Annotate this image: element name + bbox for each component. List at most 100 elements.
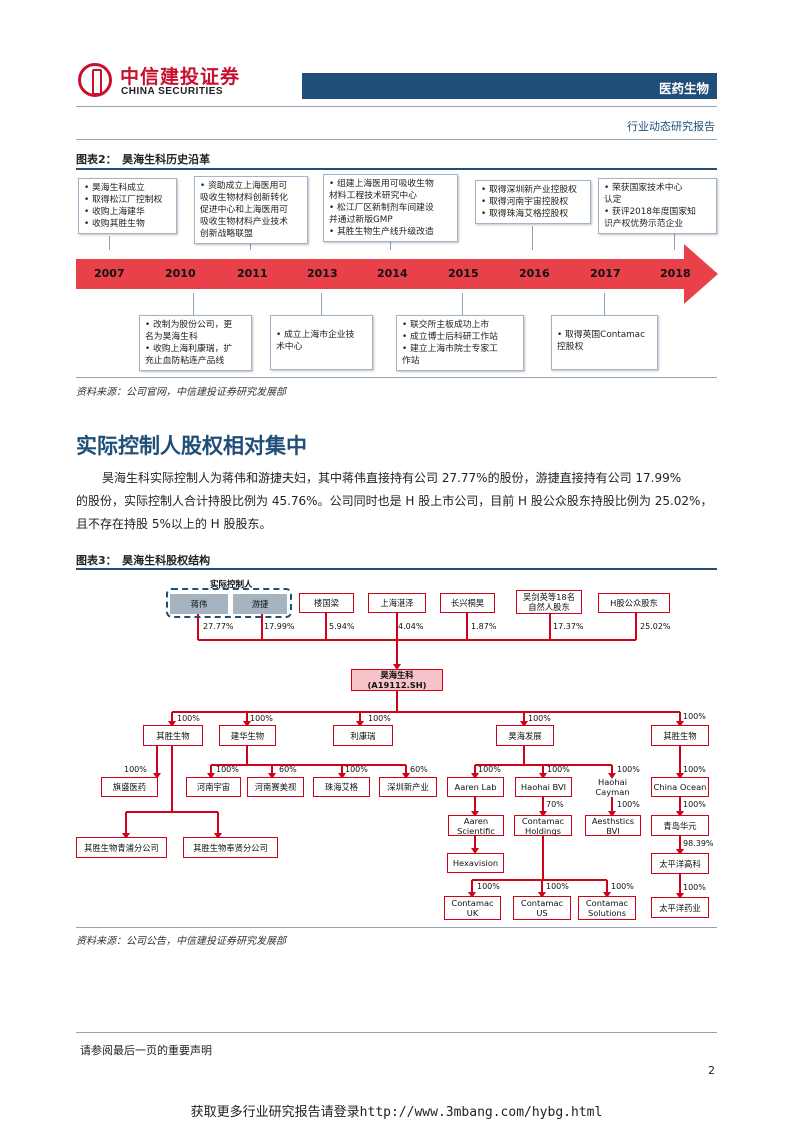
subsidiary-box: Contamac Holdings <box>514 815 572 836</box>
subsidiary-box: 河南赛美视 <box>247 777 304 797</box>
shareholder-box: 上海湛泽 <box>368 593 426 613</box>
stake-pct: 100% <box>345 765 368 774</box>
stake-pct: 100% <box>478 765 501 774</box>
shareholder-box: 楼国梁 <box>299 593 354 613</box>
paragraph-line: 的股份，实际控制人合计持股比例为 45.76%。公司同时也是 H 股上市公司，目… <box>76 494 713 508</box>
page-number: 2 <box>708 1064 715 1077</box>
sector-label: 医药生物 <box>658 81 709 96</box>
actual-controller-group <box>166 588 292 618</box>
stake-pct: 25.02% <box>640 622 671 631</box>
subsidiary-box: Haohai BVI <box>515 777 572 797</box>
stake-pct: 98.39% <box>683 839 714 848</box>
stake-pct: 100% <box>683 800 706 809</box>
logo-chinese-name: 中信建投证券 <box>120 66 241 88</box>
connector-line <box>674 234 675 250</box>
paragraph-line: 昊海生科实际控制人为蒋伟和游捷夫妇，其中蒋伟直接持有公司 27.77%的股份，游… <box>102 471 682 485</box>
shareholder-box: H股公众股东 <box>598 593 670 613</box>
timeline-arrow <box>76 244 718 304</box>
stake-pct: 27.77% <box>203 622 234 631</box>
subsidiary-box: 珠海艾格 <box>313 777 370 797</box>
timeline-event-2014: • 组建上海医用可吸收生物材料工程技术研究中心• 松江厂区新制剂车间建设并通过新… <box>323 174 458 242</box>
shareholder-box: 长兴桐昊 <box>440 593 495 613</box>
subsidiary-box: 昊海发展 <box>496 725 554 746</box>
shareholder-box: 吴剑英等18名自然人股东 <box>516 590 582 614</box>
shareholder-box: 蒋伟 <box>170 594 228 614</box>
report-type: 行业动态研究报告 <box>627 120 715 133</box>
subsidiary-box: Aaren Scientific <box>448 815 504 836</box>
timeline-event-2016: • 取得深圳新产业控股权• 取得河南宇宙控股权• 取得珠海艾格控股权 <box>475 180 591 224</box>
figure2-source-rule <box>76 377 717 378</box>
stake-pct: 4.04% <box>398 622 424 631</box>
timeline-event-2018: • 荣获国家技术中心认定• 获评2018年度国家知识产权优势示范企业 <box>598 178 717 234</box>
stake-pct: 60% <box>279 765 297 774</box>
logo-english-name: CHINA SECURITIES <box>121 86 224 97</box>
subheader-divider <box>76 139 717 140</box>
section-title: 实际控制人股权相对集中 <box>76 434 307 458</box>
subsidiary-box: 太平洋高科 <box>651 853 709 874</box>
subsidiary-box: 深圳新产业 <box>379 777 437 797</box>
stake-pct: 1.87% <box>471 622 497 631</box>
stake-pct: 100% <box>177 714 200 723</box>
stake-pct: 100% <box>216 765 239 774</box>
connector-line <box>532 226 533 250</box>
connector-line <box>193 293 194 315</box>
subsidiary-box: 利康瑞 <box>333 725 393 746</box>
connector-line <box>321 293 322 315</box>
stake-pct: 100% <box>250 714 273 723</box>
stake-pct: 100% <box>368 714 391 723</box>
figure3-title: 图表3： 昊海生科股权结构 <box>76 554 211 567</box>
controller-label: 实际控制人 <box>210 580 253 590</box>
branch-box: 其胜生物奉贤分公司 <box>183 837 278 858</box>
stake-pct: 5.94% <box>329 622 355 631</box>
stake-pct: 100% <box>124 765 147 774</box>
stake-pct: 60% <box>410 765 428 774</box>
stake-pct: 100% <box>547 765 570 774</box>
subsidiary-box: Hexavision <box>447 853 504 873</box>
header-sector-bar <box>302 73 717 99</box>
subsidiary-box: Haohai Cayman <box>595 777 630 797</box>
subsidiary-box: 旗盛医药 <box>101 777 158 797</box>
timeline-event-2011: • 资助成立上海医用可吸收生物材料创新转化促进中心和上海医用可吸收生物材料产业技… <box>194 176 308 244</box>
subsidiary-box: 太平洋药业 <box>651 897 709 918</box>
stake-pct: 100% <box>617 800 640 809</box>
connector-line <box>604 293 605 315</box>
connector-line <box>390 236 391 250</box>
subsidiary-box: Contamac UK <box>444 896 501 920</box>
timeline-event-2007: • 昊海生科成立• 取得松江厂控制权• 收购上海建华• 收购其胜生物 <box>78 178 177 234</box>
year-label: 2007 <box>94 267 125 280</box>
subsidiary-box: 其胜生物 <box>651 725 709 746</box>
subsidiary-box: Aesthstics BVI <box>585 815 641 836</box>
year-label: 2013 <box>307 267 338 280</box>
disclaimer-note: 请参阅最后一页的重要声明 <box>80 1044 212 1057</box>
year-label: 2011 <box>237 267 268 280</box>
timeline-event-2010: • 改制为股份公司，更名为昊海生科• 收购上海利康瑞，扩充止血防粘连产品线 <box>139 315 252 371</box>
stake-pct: 100% <box>546 882 569 891</box>
stake-pct: 70% <box>546 800 564 809</box>
company-box: 昊海生科(A19112.SH) <box>351 669 443 691</box>
stake-pct: 100% <box>683 765 706 774</box>
figure2-source: 资料来源：公司官网，中信建投证券研究发展部 <box>76 387 286 398</box>
promo-link-text[interactable]: 获取更多行业研究报告请登录http://www.3mbang.com/hybg.… <box>190 1105 603 1120</box>
subsidiary-box: Aaren Lab <box>447 777 504 797</box>
header-divider <box>76 106 717 107</box>
stake-pct: 100% <box>683 883 706 892</box>
paragraph-line: 且不存在持股 5%以上的 H 股股东。 <box>76 517 272 531</box>
figure3-title-rule <box>76 568 717 570</box>
shareholder-box: 游捷 <box>233 594 287 614</box>
year-label: 2016 <box>519 267 550 280</box>
stake-pct: 100% <box>617 765 640 774</box>
timeline-event-2013: • 成立上海市企业技术中心 <box>270 315 373 370</box>
stake-pct: 17.99% <box>264 622 295 631</box>
figure3-source: 资料来源：公司公告，中信建投证券研究发展部 <box>76 936 286 947</box>
figure3-source-rule <box>76 927 717 928</box>
subsidiary-box: 河南宇宙 <box>186 777 241 797</box>
subsidiary-box: 其胜生物 <box>143 725 203 746</box>
china-securities-logo-icon <box>78 63 112 97</box>
connector-line <box>462 293 463 315</box>
stake-pct: 100% <box>611 882 634 891</box>
subsidiary-box: Contamac Solutions <box>578 896 636 920</box>
year-label: 2018 <box>660 267 691 280</box>
stake-pct: 100% <box>683 712 706 721</box>
figure2-title: 图表2： 昊海生科历史沿革 <box>76 153 211 166</box>
